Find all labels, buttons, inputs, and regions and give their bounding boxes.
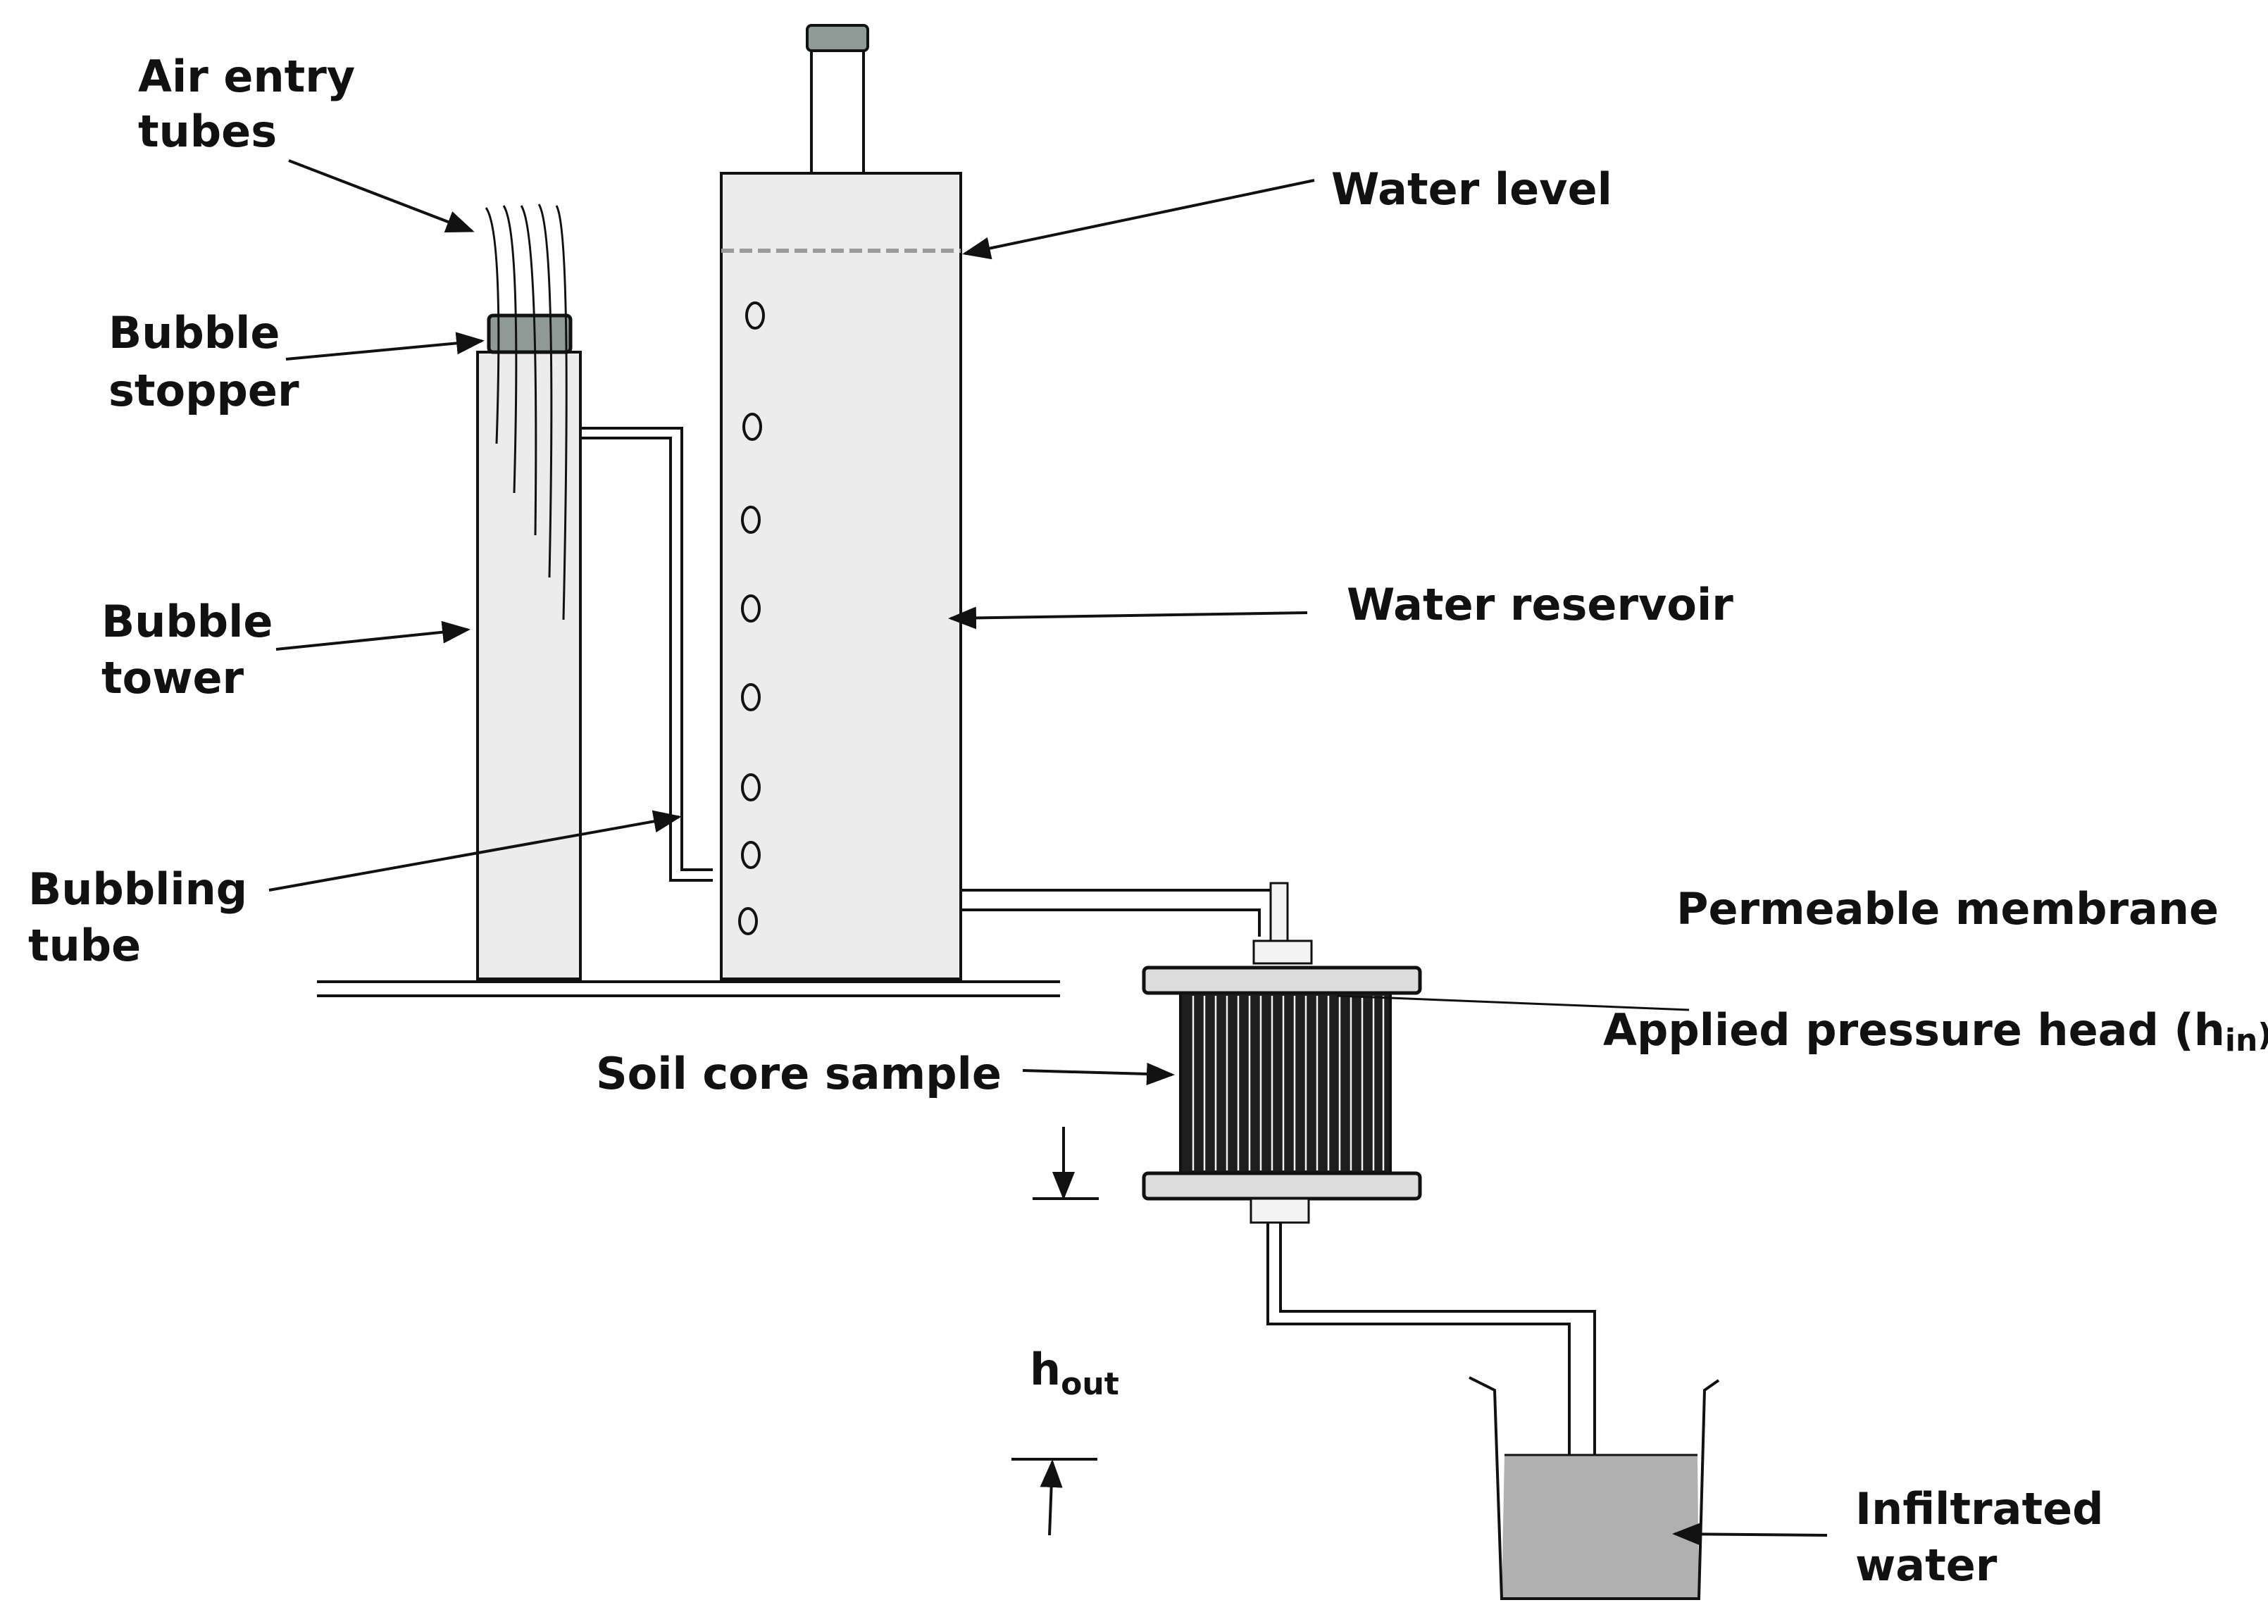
label-infiltrated-line2: water xyxy=(1855,1539,1998,1591)
label-air-entry-line2: tubes xyxy=(138,106,277,157)
label-water-reservoir: Water reservoir xyxy=(1347,579,1733,630)
h-out-dimension xyxy=(1011,1127,1099,1536)
label-h-out: hout xyxy=(1030,1344,1119,1402)
label-permeable-membrane: Permeable membrane xyxy=(1676,883,2219,935)
bubbling-tube xyxy=(580,427,713,882)
label-bubbling-tube-line2: tube xyxy=(28,920,141,971)
beaker xyxy=(1469,1376,1720,1600)
supply-tube xyxy=(961,882,1313,965)
air-entry-tubes xyxy=(485,204,568,620)
label-soil-core-sample: Soil core sample xyxy=(596,1048,1002,1099)
leader-arrows xyxy=(268,159,1828,1546)
bubble-tower xyxy=(476,351,582,980)
soil-core-sample xyxy=(1142,966,1422,1201)
outlet-tube xyxy=(1250,1197,1596,1493)
bubbles xyxy=(738,301,765,935)
bubble-stopper xyxy=(487,313,573,354)
label-bubbling-tube-line1: Bubbling xyxy=(28,863,247,915)
reservoir-top-tube xyxy=(806,24,869,173)
labels: Air entry tubes Bubble stopper Bubble to… xyxy=(28,51,2268,1591)
bench xyxy=(317,980,1060,997)
label-bubble-stopper-line2: stopper xyxy=(108,365,299,416)
label-bubble-tower-line2: tower xyxy=(101,652,244,704)
label-bubble-tower-line1: Bubble xyxy=(101,596,273,647)
label-bubble-stopper-line1: Bubble xyxy=(108,307,280,358)
label-applied-pressure-head: Applied pressure head (hin) xyxy=(1603,1004,2268,1058)
label-water-level: Water level xyxy=(1331,163,1612,215)
water-reservoir xyxy=(720,172,962,980)
label-infiltrated-line1: Infiltrated xyxy=(1855,1483,2104,1535)
label-air-entry-line1: Air entry xyxy=(138,51,355,102)
